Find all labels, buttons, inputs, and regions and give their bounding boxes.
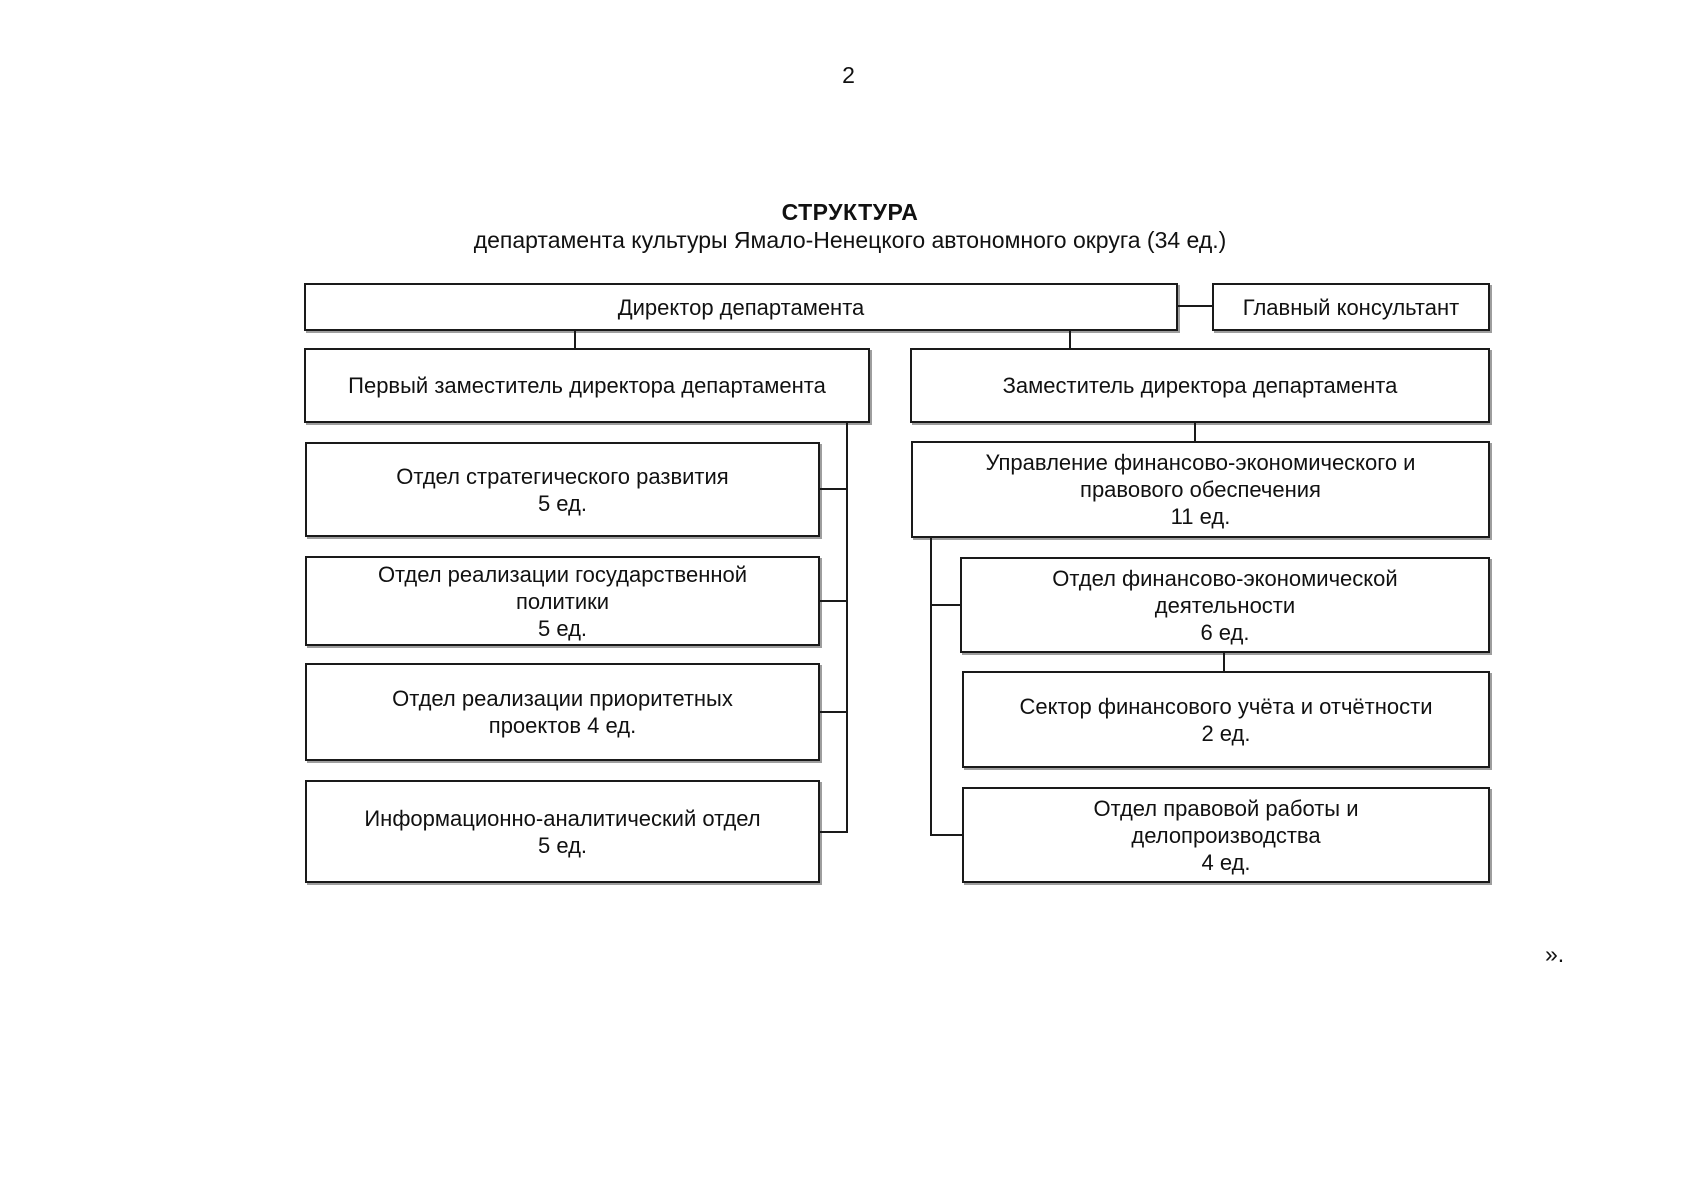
chart-title: СТРУКТУРА — [781, 199, 919, 225]
org-box-director: Директор департамента — [304, 283, 1178, 331]
org-box-state-policy: Отдел реализации государственной политик… — [305, 556, 820, 646]
org-box-legal-records-dept: Отдел правовой работы и делопроизводства… — [962, 787, 1490, 883]
org-box-finance-accounting-sector: Сектор финансового учёта и отчётности 2 … — [962, 671, 1490, 768]
org-box-finance-economic-dept: Отдел финансово-экономической деятельнос… — [960, 557, 1490, 653]
connector-director-first-deputy — [574, 331, 576, 349]
org-box-strategic-development: Отдел стратегического развития 5 ед. — [305, 442, 820, 537]
org-box-deputy: Заместитель директора департамента — [910, 348, 1490, 423]
connector-stub-information-analytics — [820, 831, 847, 833]
org-box-chief-consultant: Главный консультант — [1212, 283, 1490, 331]
closing-quote-mark: ». — [1545, 941, 1565, 967]
connector-director-deputy — [1069, 331, 1071, 349]
connector-stub-strategic-development — [820, 488, 847, 490]
org-box-priority-projects: Отдел реализации приоритетных проектов 4… — [305, 663, 820, 761]
connector-stub-legal-records-dept — [931, 834, 963, 836]
org-box-information-analytics: Информационно-аналитический отдел 5 ед. — [305, 780, 820, 883]
page-number: 2 — [842, 62, 855, 88]
connector-stub-state-policy — [820, 600, 847, 602]
chart-subtitle: департамента культуры Ямало-Ненецкого ав… — [473, 227, 1227, 253]
connector-stub-finance-economic-dept — [931, 604, 961, 606]
org-box-finance-legal-directorate: Управление финансово-экономического и пр… — [911, 441, 1490, 538]
connector-right-trunk — [930, 536, 932, 836]
connector-finance-dept-sector — [1223, 651, 1225, 672]
org-box-first-deputy: Первый заместитель директора департамент… — [304, 348, 870, 423]
connector-left-trunk — [846, 421, 848, 833]
connector-stub-priority-projects — [820, 711, 847, 713]
connector-director-consultant — [1178, 305, 1212, 307]
connector-deputy-directorate — [1194, 421, 1196, 442]
